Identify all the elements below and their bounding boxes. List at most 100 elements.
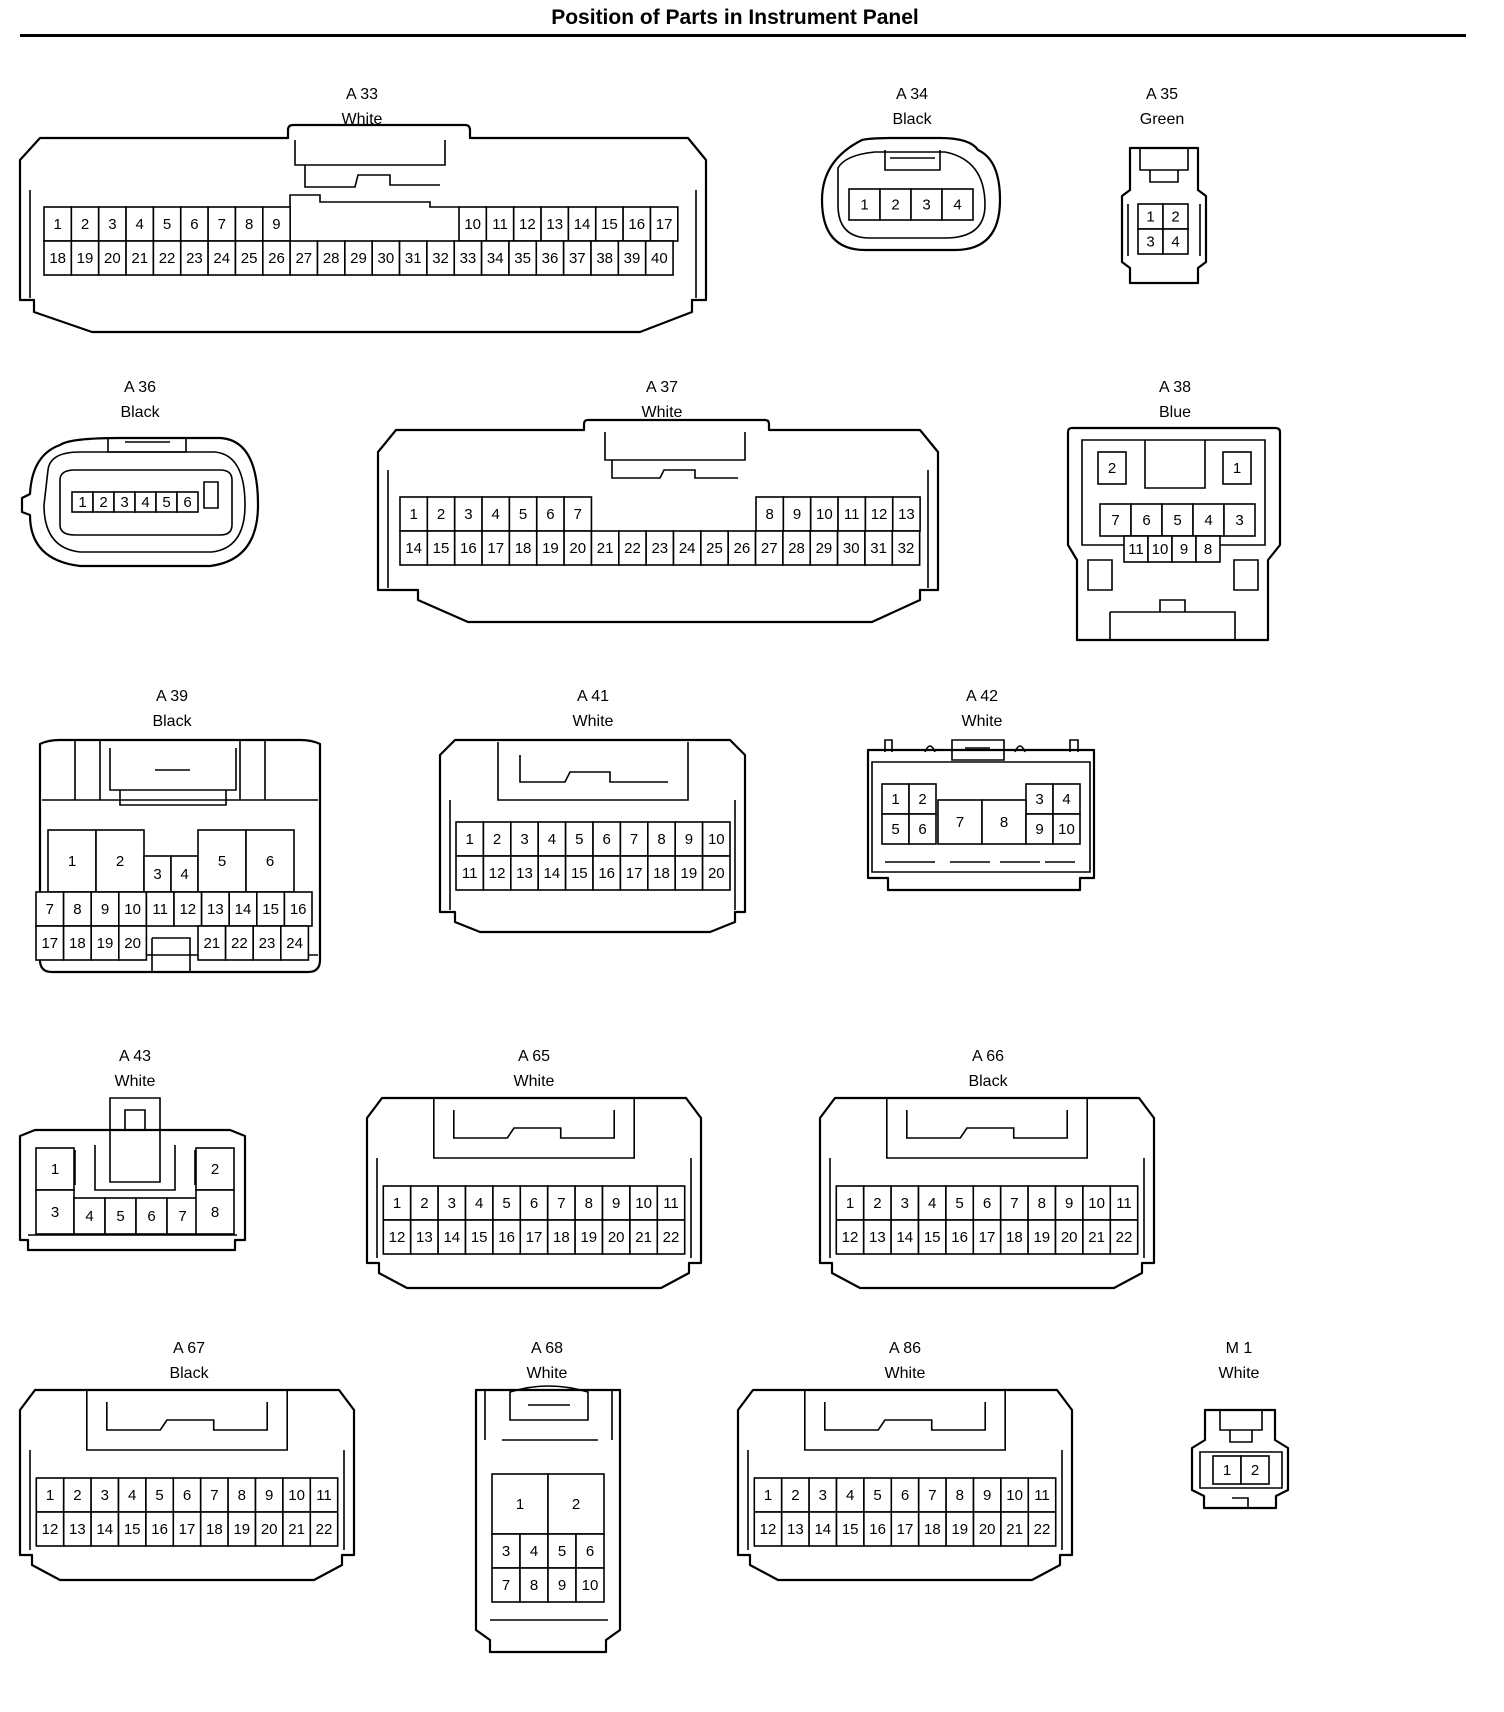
- svg-text:12: 12: [42, 1521, 59, 1538]
- svg-text:5: 5: [163, 216, 171, 233]
- svg-text:10: 10: [582, 1577, 599, 1594]
- svg-text:8: 8: [657, 831, 665, 848]
- a37-latch: [604, 432, 746, 479]
- pin-a37-29: 29: [809, 530, 839, 566]
- svg-text:7: 7: [46, 901, 54, 918]
- pin-a65-7: 7: [546, 1185, 576, 1221]
- svg-text:22: 22: [159, 250, 176, 267]
- svg-text:29: 29: [816, 540, 833, 557]
- pin-a86-12: 12: [753, 1511, 783, 1547]
- a38-latch: [1144, 440, 1206, 489]
- svg-text:35: 35: [514, 250, 531, 267]
- a65-housing: [365, 1096, 703, 1290]
- pin-a67-22: 22: [309, 1511, 339, 1547]
- svg-text:36: 36: [542, 250, 559, 267]
- svg-text:9: 9: [558, 1577, 566, 1594]
- svg-text:5: 5: [116, 1208, 124, 1225]
- a36-mid: [43, 451, 246, 553]
- pin-a67-14: 14: [90, 1511, 120, 1547]
- svg-text:13: 13: [869, 1229, 886, 1246]
- a38-inner: [1081, 439, 1266, 546]
- svg-text:2: 2: [572, 1496, 580, 1513]
- pin-a86-4: 4: [835, 1477, 865, 1513]
- svg-text:29: 29: [350, 250, 367, 267]
- svg-text:9: 9: [793, 506, 801, 523]
- connector-label-a68: A 68 White: [467, 1340, 627, 1383]
- pin-a39-15: 15: [255, 891, 286, 927]
- pin-a39-16: 16: [283, 891, 313, 927]
- svg-text:8: 8: [956, 1487, 964, 1504]
- pin-a33-22: 22: [152, 240, 182, 276]
- a41-rails: [449, 800, 736, 910]
- pin-a34-3: 3: [910, 188, 943, 221]
- connector-color: Black: [968, 1073, 1008, 1090]
- pin-a86-8: 8: [945, 1477, 975, 1513]
- svg-text:3: 3: [101, 1487, 109, 1504]
- svg-text:6: 6: [530, 1195, 538, 1212]
- a38-clip: [1109, 599, 1236, 640]
- svg-text:12: 12: [519, 216, 536, 233]
- pin-a38-2: 2: [1097, 451, 1127, 485]
- svg-text:6: 6: [901, 1487, 909, 1504]
- svg-text:22: 22: [316, 1521, 333, 1538]
- pin-a35-2: 2: [1162, 203, 1189, 230]
- pin-a33-1: 1: [43, 206, 73, 242]
- svg-text:4: 4: [141, 494, 149, 511]
- svg-text:2: 2: [99, 494, 107, 511]
- svg-text:24: 24: [286, 935, 303, 952]
- connector-label-a33: A 33 White: [282, 86, 442, 129]
- pin-a86-19: 19: [945, 1511, 975, 1547]
- pin-a41-12: 12: [482, 855, 512, 891]
- svg-text:16: 16: [869, 1521, 886, 1538]
- pin-a33-8: 8: [234, 206, 264, 242]
- pin-a33-15: 15: [594, 206, 624, 242]
- svg-text:1: 1: [68, 853, 76, 870]
- svg-text:8: 8: [585, 1195, 593, 1212]
- svg-text:1: 1: [516, 1496, 524, 1513]
- pin-a86-21: 21: [1000, 1511, 1030, 1547]
- svg-text:18: 18: [515, 540, 532, 557]
- pin-a66-7: 7: [999, 1185, 1029, 1221]
- connector-label-a43: A 43 White: [55, 1048, 215, 1091]
- pin-a68-5: 5: [547, 1533, 577, 1569]
- connector-color: White: [572, 713, 614, 730]
- pin-a67-5: 5: [145, 1477, 175, 1513]
- svg-text:17: 17: [526, 1229, 543, 1246]
- svg-text:9: 9: [1180, 541, 1188, 558]
- pin-a41-2: 2: [482, 821, 512, 857]
- pin-a65-8: 8: [574, 1185, 604, 1221]
- svg-text:26: 26: [734, 540, 751, 557]
- pin-a39-10: 10: [118, 891, 148, 927]
- pin-a43-1: 1: [35, 1147, 75, 1191]
- svg-text:9: 9: [685, 831, 693, 848]
- svg-text:38: 38: [596, 250, 613, 267]
- pin-a86-1: 1: [753, 1477, 783, 1513]
- pin-m1-2: 2: [1240, 1455, 1270, 1485]
- pin-a35-4: 4: [1162, 228, 1189, 255]
- pin-a41-4: 4: [537, 821, 567, 857]
- pin-a66-3: 3: [890, 1185, 920, 1221]
- pin-a67-9: 9: [254, 1477, 284, 1513]
- svg-text:1: 1: [891, 791, 899, 808]
- svg-text:20: 20: [979, 1521, 996, 1538]
- a38-feet: [1087, 559, 1259, 591]
- pin-a68-9: 9: [547, 1567, 577, 1603]
- pin-a65-21: 21: [629, 1219, 659, 1255]
- svg-text:16: 16: [290, 901, 307, 918]
- svg-text:19: 19: [1033, 1229, 1050, 1246]
- svg-text:1: 1: [764, 1487, 772, 1504]
- svg-text:6: 6: [183, 494, 191, 511]
- svg-text:5: 5: [575, 831, 583, 848]
- pin-a43-2: 2: [195, 1147, 235, 1191]
- pin-a65-17: 17: [519, 1219, 549, 1255]
- svg-text:7: 7: [1010, 1195, 1018, 1212]
- svg-text:2: 2: [437, 506, 445, 523]
- svg-text:14: 14: [235, 901, 252, 918]
- pin-a67-15: 15: [117, 1511, 147, 1547]
- svg-text:16: 16: [598, 865, 615, 882]
- connector-label-a86: A 86 White: [825, 1340, 985, 1383]
- svg-text:4: 4: [136, 216, 144, 233]
- connector-name: A 67: [172, 1340, 206, 1357]
- pin-a66-8: 8: [1027, 1185, 1057, 1221]
- pin-a66-14: 14: [890, 1219, 920, 1255]
